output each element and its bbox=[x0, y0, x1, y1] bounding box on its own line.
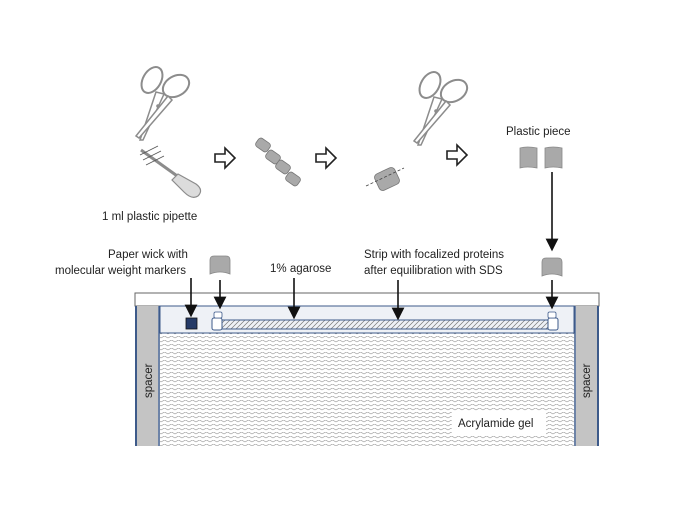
plastic-piece-label: Plastic piece bbox=[506, 126, 571, 138]
pipette-label: 1 ml plastic pipette bbox=[102, 211, 197, 223]
spacer-left-label: spacer bbox=[143, 363, 155, 398]
scissors-icon bbox=[413, 67, 473, 146]
step-arrow-icon bbox=[446, 144, 468, 166]
plastic-piece-icon bbox=[209, 255, 231, 275]
gel-label-box bbox=[452, 411, 546, 435]
spacer-right-label: spacer bbox=[581, 363, 593, 398]
plastic-piece-icon bbox=[519, 146, 563, 169]
gel-label: Acrylamide gel bbox=[458, 418, 533, 430]
spacer-right bbox=[576, 306, 597, 446]
glass-plate-top bbox=[134, 292, 600, 307]
paper-wick-label-2: molecular weight markers bbox=[55, 265, 186, 277]
ipg-strip bbox=[211, 311, 559, 331]
pipette-segments-icon bbox=[255, 137, 301, 187]
paper-wick-label-1: Paper wick with bbox=[108, 249, 188, 261]
agarose-label: 1% agarose bbox=[270, 263, 331, 275]
spacer-left bbox=[137, 306, 158, 446]
paper-wick-marker bbox=[185, 317, 198, 330]
step-arrow-icon bbox=[315, 147, 337, 169]
tube-cut-icon bbox=[365, 167, 405, 191]
pipette-icon bbox=[139, 145, 202, 198]
plastic-piece-icon bbox=[541, 257, 563, 277]
step-arrow-icon bbox=[214, 147, 236, 169]
strip-label-1: Strip with focalized proteins bbox=[364, 249, 504, 261]
scissors-icon bbox=[135, 62, 195, 142]
strip-label-2: after equilibration with SDS bbox=[364, 265, 503, 277]
